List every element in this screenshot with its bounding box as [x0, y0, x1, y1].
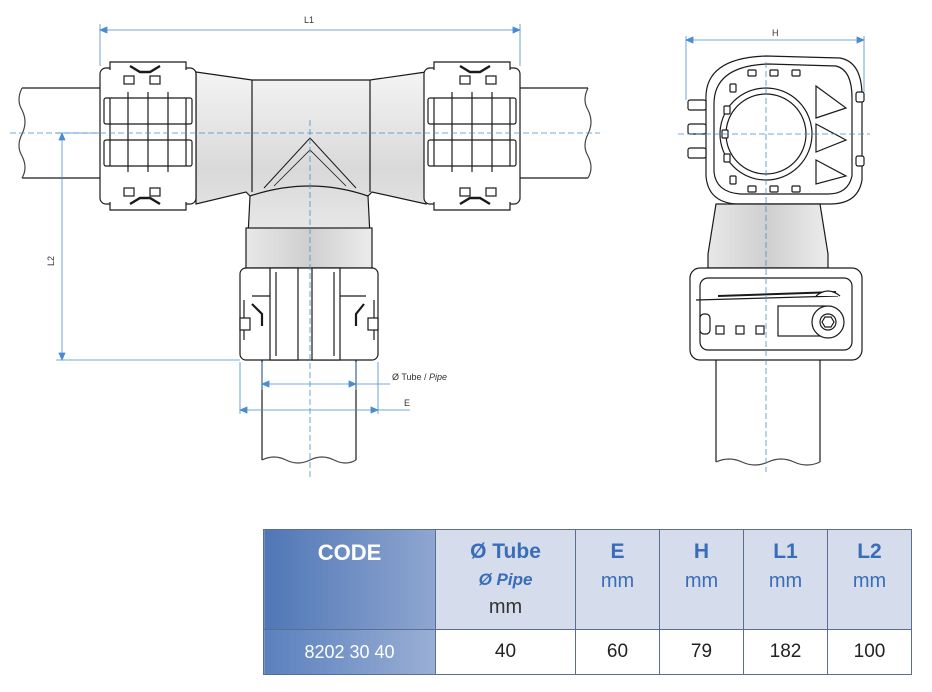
h-label: H [772, 28, 779, 38]
cell-l2: 100 [827, 629, 912, 675]
header-h-label: H [693, 540, 710, 563]
header-l1-label: L1 [773, 540, 798, 563]
side-center-lines [678, 62, 870, 472]
header-l2-unit: mm [852, 570, 887, 592]
cell-e: 60 [575, 629, 660, 675]
bottom-coupling [239, 267, 379, 361]
header-code-label: CODE [317, 540, 382, 565]
header-tube-label: Ø Tube [470, 540, 541, 563]
header-l1: L1 mm [743, 529, 828, 630]
right-coupling [423, 61, 521, 211]
tube-label-text: Ø Tube / [392, 372, 429, 382]
header-code: CODE [263, 529, 436, 630]
l2-label: L2 [46, 256, 56, 266]
pipe-label-text: Pipe [429, 372, 447, 382]
front-view [18, 61, 592, 464]
cell-code: 8202 30 40 [263, 629, 436, 675]
side-dimensions [684, 36, 866, 100]
cell-l1: 182 [743, 629, 828, 675]
cell-h: 79 [659, 629, 744, 675]
housing-beads [721, 69, 801, 193]
right-pipe [518, 87, 592, 179]
cell-tube: 40 [435, 629, 576, 675]
bottom-pipe [261, 360, 357, 464]
header-e-unit: mm [600, 570, 635, 592]
technical-drawing: L1 L2 Ø Tube / Pipe E [10, 15, 870, 478]
lower-housing [689, 267, 863, 361]
spec-table-header-row: CODE Ø Tube Ø Pipe mm E mm H mm L1 mm L2… [263, 529, 912, 630]
header-l2: L2 mm [827, 529, 912, 630]
header-pipe-label: Ø Pipe [478, 570, 533, 589]
tube-label: Ø Tube / Pipe [392, 372, 447, 382]
header-l2-label: L2 [857, 540, 882, 563]
left-coupling [99, 61, 197, 211]
e-label: E [404, 398, 410, 408]
header-e: E mm [575, 529, 660, 630]
header-h: H mm [659, 529, 744, 630]
header-e-label: E [610, 540, 625, 563]
upper-housing [687, 55, 865, 205]
front-center-lines [10, 120, 600, 478]
header-h-unit: mm [684, 570, 719, 592]
spec-table: CODE Ø Tube Ø Pipe mm E mm H mm L1 mm L2… [263, 529, 912, 675]
tee-body [195, 71, 427, 269]
header-l1-unit: mm [768, 570, 803, 592]
l1-label: L1 [304, 15, 314, 25]
header-tube: Ø Tube Ø Pipe mm [435, 529, 576, 630]
header-tube-unit: mm [488, 596, 523, 618]
side-view [687, 55, 865, 466]
table-row: 8202 30 40 40 60 79 182 100 [263, 629, 912, 675]
front-dimensions [56, 24, 522, 414]
